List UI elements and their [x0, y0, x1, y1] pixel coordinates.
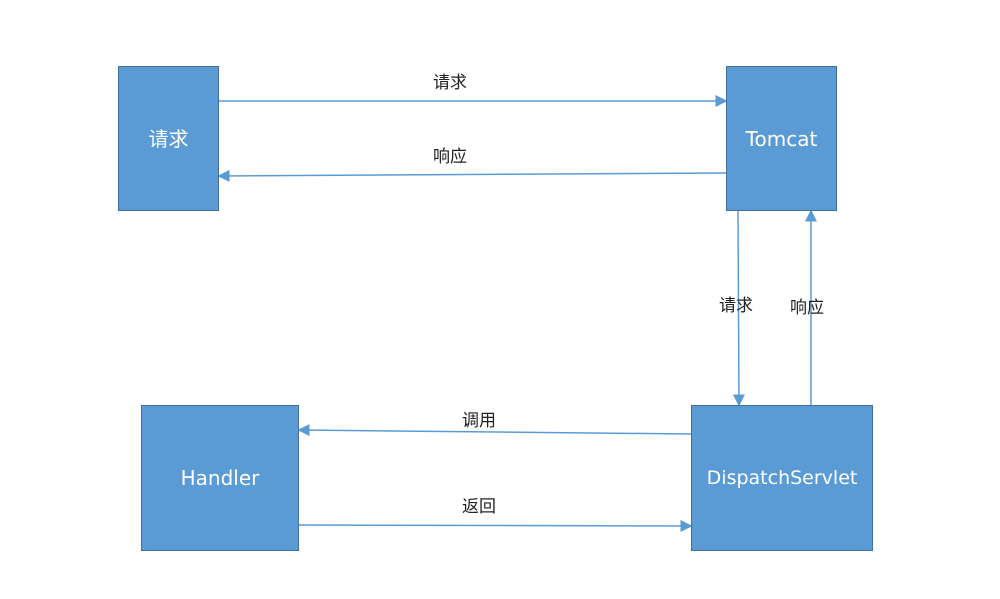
tomcat-to-dispatch-label: 请求: [719, 296, 753, 316]
request-node-label: 请求: [148, 126, 189, 151]
arrow-tomcat-to-request: [217, 169, 727, 182]
arrow-dispatch-to-handler: [297, 424, 692, 437]
request-node: 请求: [118, 66, 219, 211]
handler-node: Handler: [141, 405, 299, 551]
handler-node-label: Handler: [180, 466, 260, 490]
tomcat-to-request-label: 响应: [433, 147, 467, 167]
arrow-handler-to-dispatch: [298, 519, 693, 532]
dispatch-to-handler-label: 调用: [462, 411, 496, 431]
dispatch-to-tomcat-label: 响应: [790, 298, 824, 318]
tomcat-node: Tomcat: [726, 66, 837, 211]
request-to-tomcat-label: 请求: [433, 73, 467, 93]
arrow-tomcat-to-dispatch: [732, 210, 745, 407]
handler-to-dispatch-label: 返回: [462, 497, 496, 517]
dispatch-servlet-node-label: DispatchServlet: [706, 466, 858, 489]
dispatch-servlet-node: DispatchServlet: [691, 405, 873, 551]
tomcat-node-label: Tomcat: [745, 126, 818, 151]
